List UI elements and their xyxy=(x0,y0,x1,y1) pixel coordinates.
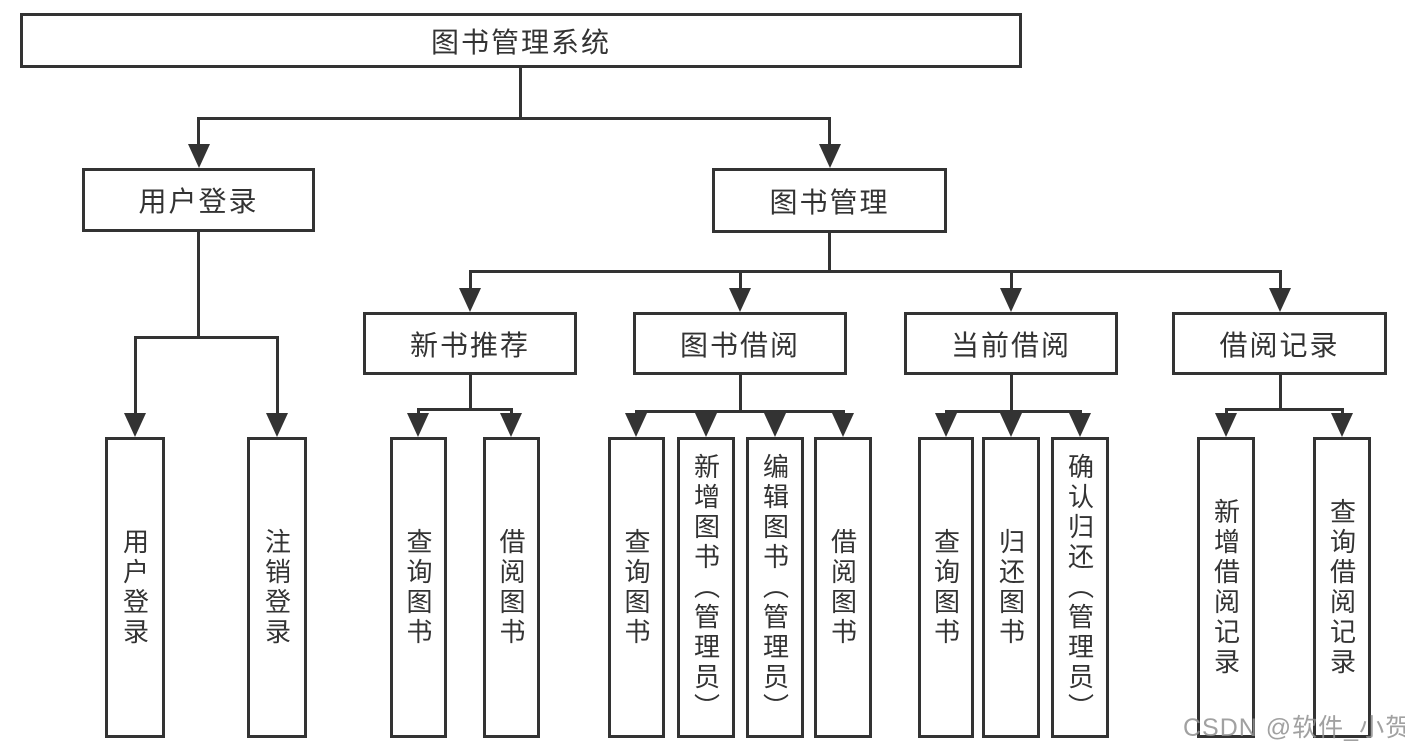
connector-line xyxy=(1279,270,1282,289)
node-book-management-label: 图书管理 xyxy=(769,186,890,218)
arrow-down-icon xyxy=(1215,413,1237,437)
leaf-current-return-books-label: 归还图书 xyxy=(995,527,1026,648)
connector-line xyxy=(134,336,137,413)
connector-line xyxy=(197,230,200,336)
connector-line xyxy=(197,117,831,120)
connector-line xyxy=(469,270,1282,273)
arrow-down-icon xyxy=(266,413,288,437)
connector-line xyxy=(1279,373,1282,410)
connector-line xyxy=(510,408,513,416)
node-new-book-recommend-label: 新书推荐 xyxy=(409,329,530,361)
leaf-recommend-borrow-books-label: 借阅图书 xyxy=(496,527,526,648)
arrow-down-icon xyxy=(188,144,210,168)
connector-line xyxy=(1010,373,1013,412)
leaf-records-query-record-label: 查询借阅记录 xyxy=(1326,497,1357,678)
watermark: CSDN @软件_小贺同学 xyxy=(1183,714,1405,742)
connector-line xyxy=(739,270,742,289)
arrow-down-icon xyxy=(695,413,717,437)
leaf-borrow-edit-books-admin-label: 编辑图书（管理员） xyxy=(759,452,790,723)
arrow-down-icon xyxy=(832,413,854,437)
connector-line xyxy=(635,410,844,413)
connector-line xyxy=(828,231,831,272)
leaf-current-query-books: 查询图书 xyxy=(918,437,974,738)
leaf-borrow-borrow-books: 借阅图书 xyxy=(814,437,872,738)
connector-line xyxy=(1225,408,1344,411)
leaf-borrow-query-books: 查询图书 xyxy=(608,437,665,738)
leaf-borrow-borrow-books-label: 借阅图书 xyxy=(827,527,858,648)
node-new-book-recommend: 新书推荐 xyxy=(363,312,577,375)
connector-line xyxy=(519,68,522,120)
arrow-down-icon xyxy=(625,413,647,437)
leaf-borrow-query-books-label: 查询图书 xyxy=(621,527,651,648)
arrow-down-icon xyxy=(819,144,841,168)
connector-line xyxy=(417,408,513,411)
node-root: 图书管理系统 xyxy=(20,13,1022,68)
arrow-down-icon xyxy=(1331,413,1353,437)
leaf-current-confirm-return-admin-label: 确认归还（管理员） xyxy=(1064,452,1095,723)
connector-line xyxy=(739,373,742,412)
leaf-borrow-add-books-admin-label: 新增图书（管理员） xyxy=(690,452,721,723)
node-user-login-label: 用户登录 xyxy=(138,186,259,217)
connector-line xyxy=(945,410,1082,413)
leaf-user-login-label: 用户登录 xyxy=(119,527,150,648)
node-current-borrow: 当前借阅 xyxy=(904,312,1118,375)
arrow-down-icon xyxy=(1000,288,1022,312)
arrow-down-icon xyxy=(500,413,522,437)
leaf-recommend-query-books: 查询图书 xyxy=(390,437,447,738)
node-borrow-records: 借阅记录 xyxy=(1172,312,1387,375)
connector-line xyxy=(197,117,200,145)
arrow-down-icon xyxy=(124,413,146,437)
leaf-user-login: 用户登录 xyxy=(105,437,165,738)
node-user-login: 用户登录 xyxy=(82,168,315,232)
connector-line xyxy=(1225,408,1228,416)
arrow-down-icon xyxy=(1269,288,1291,312)
connector-line xyxy=(134,336,279,339)
leaf-logout-login: 注销登录 xyxy=(247,437,307,738)
connector-line xyxy=(276,336,279,413)
node-current-borrow-label: 当前借阅 xyxy=(950,329,1071,361)
leaf-current-query-books-label: 查询图书 xyxy=(930,527,961,648)
leaf-recommend-query-books-label: 查询图书 xyxy=(403,527,433,648)
leaf-records-add-record-label: 新增借阅记录 xyxy=(1210,497,1241,678)
connector-line xyxy=(828,117,831,145)
leaf-borrow-edit-books-admin: 编辑图书（管理员） xyxy=(746,437,804,738)
node-root-label: 图书管理系统 xyxy=(430,26,611,58)
arrow-down-icon xyxy=(729,288,751,312)
connector-line xyxy=(1341,408,1344,416)
arrow-down-icon xyxy=(935,413,957,437)
arrow-down-icon xyxy=(459,288,481,312)
connector-line xyxy=(469,373,472,410)
arrow-down-icon xyxy=(764,413,786,437)
leaf-current-confirm-return-admin: 确认归还（管理员） xyxy=(1051,437,1109,738)
connector-line xyxy=(417,408,420,416)
node-borrow-records-label: 借阅记录 xyxy=(1219,329,1340,361)
arrow-down-icon xyxy=(1000,413,1022,437)
leaf-recommend-borrow-books: 借阅图书 xyxy=(483,437,540,738)
connector-line xyxy=(469,270,472,289)
node-book-borrow: 图书借阅 xyxy=(633,312,847,375)
arrow-down-icon xyxy=(1069,413,1091,437)
connector-line xyxy=(1010,270,1013,289)
leaf-logout-login-label: 注销登录 xyxy=(261,527,292,648)
leaf-records-query-record: 查询借阅记录 xyxy=(1313,437,1371,738)
node-book-borrow-label: 图书借阅 xyxy=(679,329,800,361)
leaf-current-return-books: 归还图书 xyxy=(982,437,1040,738)
leaf-records-add-record: 新增借阅记录 xyxy=(1197,437,1255,738)
node-book-management: 图书管理 xyxy=(712,168,947,233)
arrow-down-icon xyxy=(407,413,429,437)
leaf-borrow-add-books-admin: 新增图书（管理员） xyxy=(677,437,735,738)
